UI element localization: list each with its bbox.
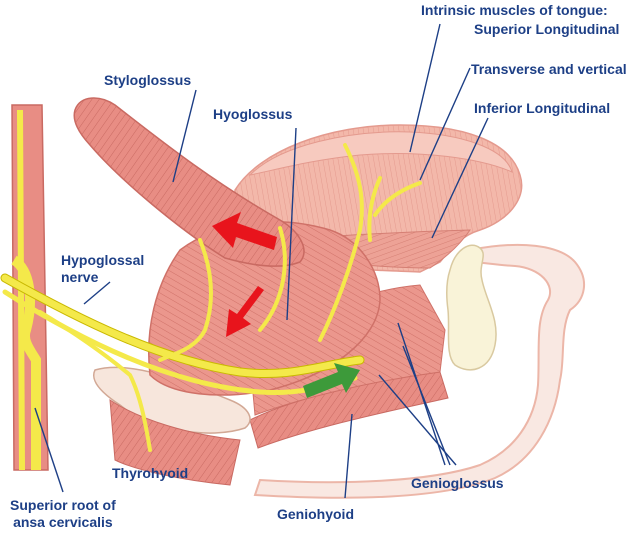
label-superior-root-line2: ansa cervicalis: [13, 514, 113, 530]
label-styloglossus: Styloglossus: [104, 72, 192, 88]
label-intrinsic-muscles-title: Intrinsic muscles of tongue:: [421, 2, 608, 18]
label-inferior-longitudinal: Inferior Longitudinal: [474, 100, 611, 116]
superior-longitudinal-muscle: [248, 131, 513, 176]
label-geniohyoid: Geniohyoid: [277, 506, 354, 522]
label-hypoglossal-nerve: Hypoglossal nerve: [61, 252, 144, 286]
leader-lines: [34, 23, 489, 499]
label-hypoglossal-line1: Hypoglossal: [61, 252, 145, 268]
label-genioglossus: Genioglossus: [411, 475, 504, 491]
red-arrow-retract-up: [212, 212, 277, 250]
red-arrow-retract-down: [226, 286, 264, 337]
label-superior-longitudinal: Superior Longitudinal: [474, 21, 620, 37]
label-superior-root-ansa-cervicalis: Superior root of ansa cervicalis: [10, 497, 116, 531]
label-hyoglossus: Hyoglossus: [213, 106, 293, 122]
mandible-outline: [253, 243, 585, 499]
label-superior-root-line1: Superior root of: [10, 497, 116, 513]
hypoglossal-nerve-trunk: [10, 255, 41, 470]
label-hypoglossal-line2: nerve: [61, 269, 99, 285]
green-arrow-protrude: [303, 363, 360, 398]
hypoglossal-nerve-branches: [0, 143, 422, 452]
styloglossus-muscle: [73, 97, 305, 267]
label-transverse-vertical: Transverse and vertical: [471, 61, 627, 77]
tooth-shape: [445, 244, 497, 371]
label-thyrohyoid: Thyrohyoid: [112, 465, 189, 481]
